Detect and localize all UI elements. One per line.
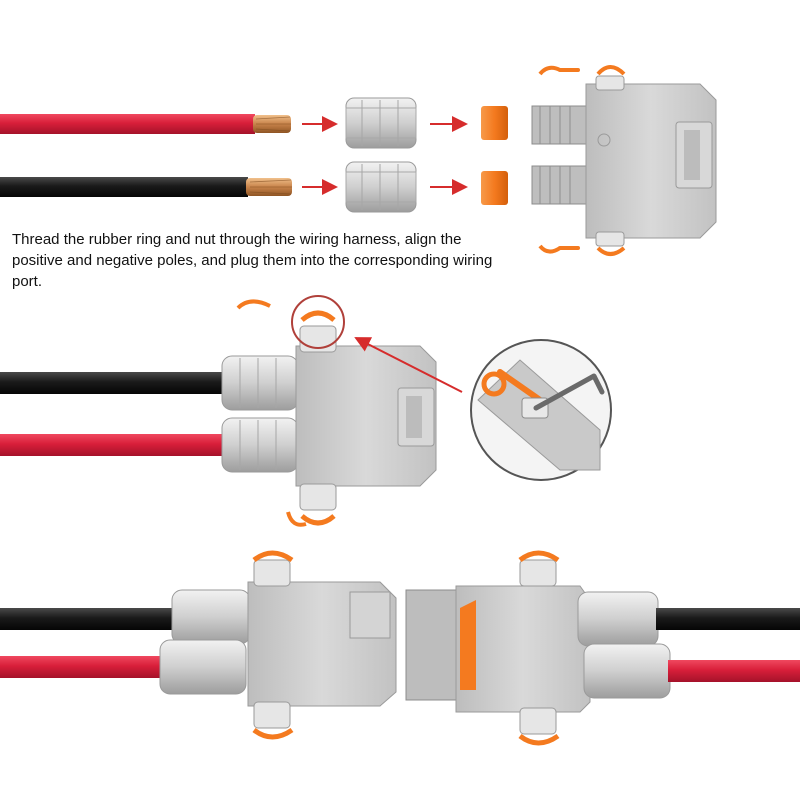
rubber-ring-top	[481, 106, 508, 140]
arrow-right-icon	[354, 337, 463, 393]
cable-nut-bottom	[345, 161, 417, 213]
rubber-ring-bottom	[481, 171, 508, 205]
black-wire	[656, 608, 800, 630]
magnifier-callout-icon	[470, 339, 612, 481]
connector-housing-step1	[531, 65, 717, 256]
red-wire	[0, 114, 255, 134]
step-3-mating-connectors	[0, 550, 800, 746]
black-wire	[0, 372, 228, 394]
red-wire	[0, 656, 168, 678]
black-wire	[0, 177, 248, 197]
red-wire	[0, 434, 228, 456]
step-1-exploded-view	[0, 65, 717, 256]
cable-nut-top	[345, 97, 417, 149]
highlight-circle	[291, 295, 345, 349]
black-wire	[0, 608, 178, 630]
instruction-text: Thread the rubber ring and nut through t…	[12, 231, 493, 290]
hex-key-icon	[533, 373, 605, 411]
step-2-assembled-connector	[0, 295, 612, 527]
red-wire	[668, 660, 800, 682]
